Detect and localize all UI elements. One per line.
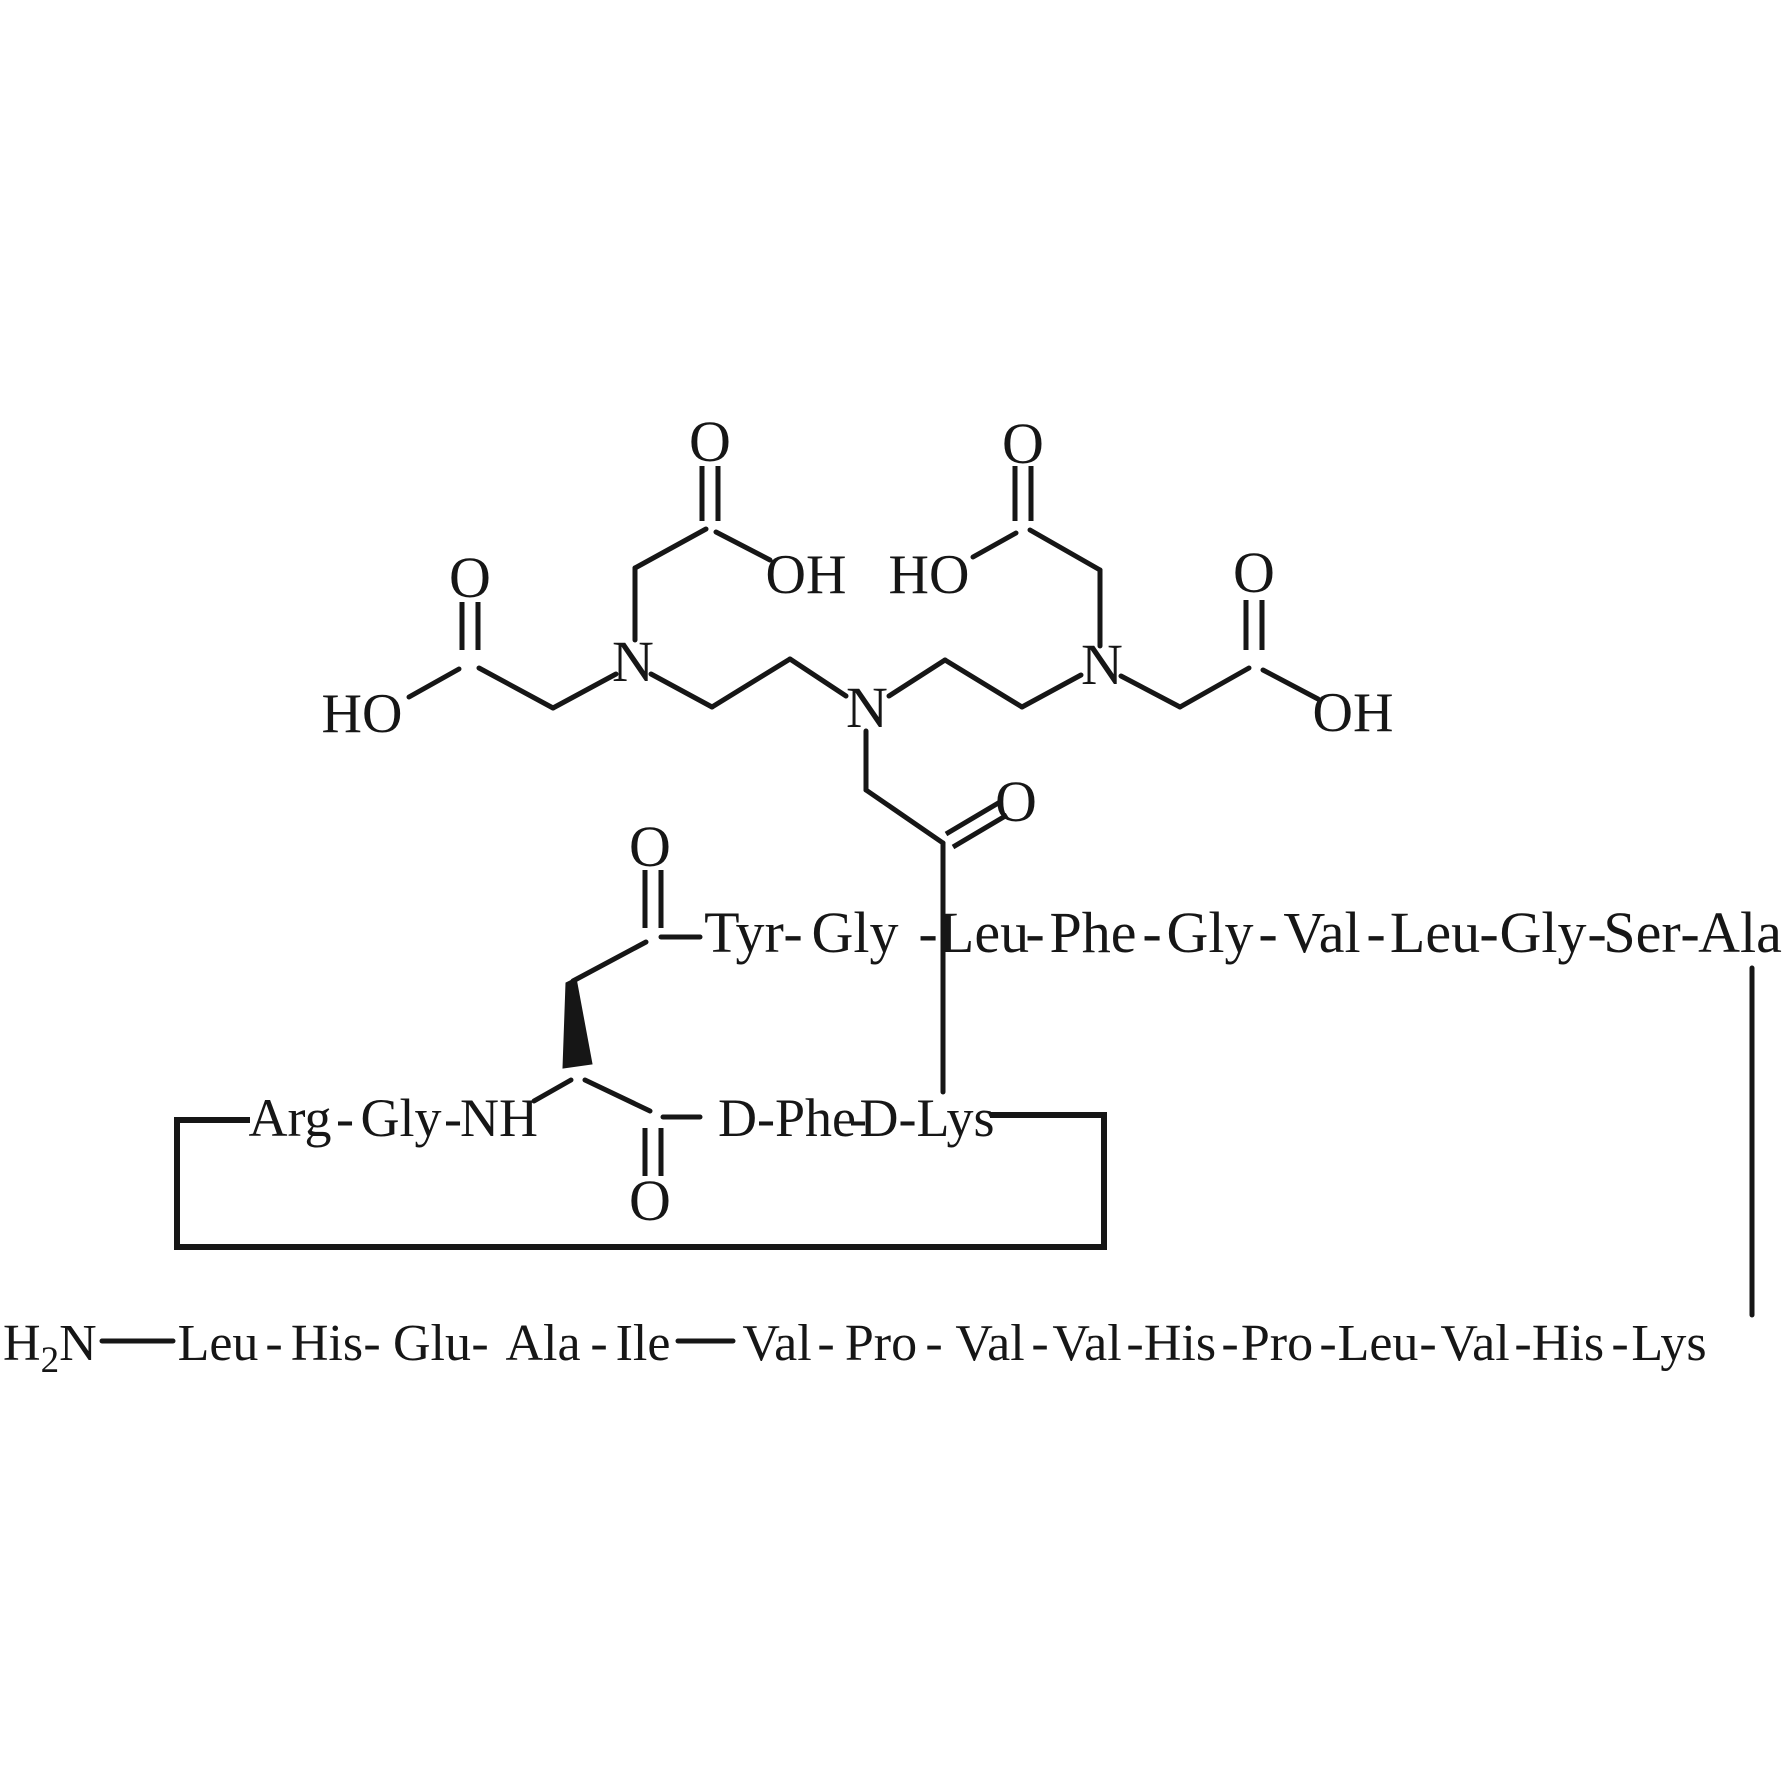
linker-chain-gly: Gly [812,900,899,965]
cycle-row-hyphen-1: - [336,1088,354,1148]
bond-ch2-carbonyl-farleft [476,665,556,711]
atom-label-o-amide-arm: O [995,769,1037,834]
cycle-row-d-phe: D-Phe [718,1088,856,1148]
bottom-chain-hyphen-19: - [1221,1315,1238,1372]
linker-chain-hyphen-11: - [1366,900,1385,965]
bond-alphaC-NH [531,1077,574,1104]
bond-bridge-r1 [886,657,948,699]
stereo-wedge-bond [562,977,593,1069]
bottom-chain-hyphen-4: - [363,1315,380,1372]
bond-bridge-l1 [648,671,715,710]
linker-chain-leu: Leu [939,900,1029,965]
atom-label-ho-far-left-arm: HO [322,683,403,745]
linker-chain-leu: Leu [1390,900,1480,965]
bottom-chain-val: Val [742,1315,811,1372]
bottom-chain-pro: Pro [845,1315,917,1372]
bottom-chain-hyphen-25: - [1514,1315,1531,1372]
bond-bridge-l2 [709,656,793,710]
bond-double-CO-amide-b [951,812,1009,850]
bottom-chain-hyphen-21: - [1319,1315,1336,1372]
labels-layer: OOHOHONOHONNOOHOOOTyr-Gly-Leu-Phe-Gly-Va… [3,409,1782,1381]
cycle-row-arg: Arg [248,1088,331,1148]
bottom-chain-val: Val [955,1315,1024,1372]
linker-chain-hyphen-17: - [1680,900,1699,965]
linker-chain-ala: Ala [1698,900,1782,965]
linker-chain-hyphen-7: - [1142,900,1161,965]
bottom-chain-lys: Lys [1631,1315,1706,1372]
bottom-chain-h2n: H2N [3,1315,97,1381]
linker-chain-hyphen-13: - [1479,900,1498,965]
linker-chain-hyphen-1: - [783,900,802,965]
atom-label-n-center: N [846,675,888,740]
atom-label-oh-far-right-arm: OH [1313,682,1394,744]
cycle-row-nh: NH [460,1088,538,1148]
bottom-chain-hyphen-15: - [1031,1315,1048,1372]
bottom-chain-pro: Pro [1241,1315,1313,1372]
bottom-chain-his: His [1144,1315,1216,1372]
linker-chain-gly: Gly [1500,900,1587,965]
bottom-chain-val: Val [1052,1315,1121,1372]
atom-label-o-asp-main-chain: O [629,1168,671,1233]
macrocycle-bracket [174,1112,1107,1250]
bottom-chain-hyphen-8: - [590,1315,607,1372]
cycle-row-d-lys: D-Lys [860,1088,995,1148]
bottom-chain-val: Val [1440,1315,1509,1372]
bond-carbonyl-HO-rightup [970,530,1019,560]
cycle-row-hyphen-6: - [849,1088,867,1148]
bond-ch2-carbonyl-leftup [632,526,709,571]
linker-chain-phe: Phe [1050,900,1137,965]
bottom-chain-hyphen-23: - [1419,1315,1436,1372]
aspartate-bonds [531,870,703,1176]
atom-label-o-far-left-arm: O [449,545,491,610]
bottom-chain-hyphen-13: - [925,1315,942,1372]
bottom-chain-ile: Ile [616,1315,671,1372]
bond-bridge-l3 [787,656,849,699]
linker-chain-hyphen-15: - [1587,900,1606,965]
bond-double-CO-amide-a [944,799,1002,837]
linker-chain-gly: Gly [1167,900,1254,965]
bond-rightN-ch2-right [1118,673,1183,710]
atom-label-n-left: N [612,629,654,694]
atom-label-o-far-right-arm: O [1233,540,1275,605]
linker-chain-hyphen-3: - [918,900,937,965]
bottom-chain-leu: Leu [1338,1315,1419,1372]
bond-ch2-carbonyl-amide [863,787,946,846]
bottom-chain-leu: Leu [178,1315,259,1372]
cycle-row-hyphen-3: - [444,1088,462,1148]
linker-chain-tyr: Tyr [704,900,784,965]
bottom-chain-his: His [291,1315,363,1372]
bottom-chain-his: His [1532,1315,1604,1372]
bottom-chain-ala: Ala [505,1315,580,1372]
atom-label-oh-left-arm: OH [766,544,847,606]
bond-carbonyl-OH-leftup [713,529,773,563]
bond-bridge-r3 [1019,672,1084,710]
bottom-chain-hyphen-2: - [265,1315,282,1372]
atom-label-ho-right-arm: HO [889,544,970,606]
bottom-chain-glu: Glu [393,1315,471,1372]
bond-carbonyl-OH-farright [1260,667,1321,702]
bond-ch2-carbonyl-rightup [1027,527,1103,573]
bottom-chain-hyphen-27: - [1611,1315,1628,1372]
bond-bridge-r2 [942,657,1025,710]
linker-chain-ser: Ser [1603,900,1680,965]
atom-label-o-asp-side-chain: O [629,814,671,879]
bottom-chain-hyphen-17: - [1126,1315,1143,1372]
atom-label-n-right: N [1081,632,1123,697]
bond-leftN-ch2-left [550,671,619,711]
chelator-bonds [406,466,1321,1095]
atom-label-o-right-arm-top: O [1002,411,1044,476]
bond-alphaC-carbonyl [582,1077,653,1114]
cycle-row-gly: Gly [361,1088,442,1148]
bond-aspside-ch2 [570,939,649,984]
bond-ch2-carbonyl-farright [1177,665,1252,710]
bond-carbonyl-HO-farleft [406,666,462,700]
linker-chain-hyphen-5: - [1025,900,1044,965]
bottom-chain-hyphen-11: - [817,1315,834,1372]
atom-label-o-left-arm-top: O [689,409,731,474]
linker-chain-hyphen-9: - [1258,900,1277,965]
linker-chain-val: Val [1283,900,1360,965]
bottom-chain-hyphen-6: - [471,1315,488,1372]
